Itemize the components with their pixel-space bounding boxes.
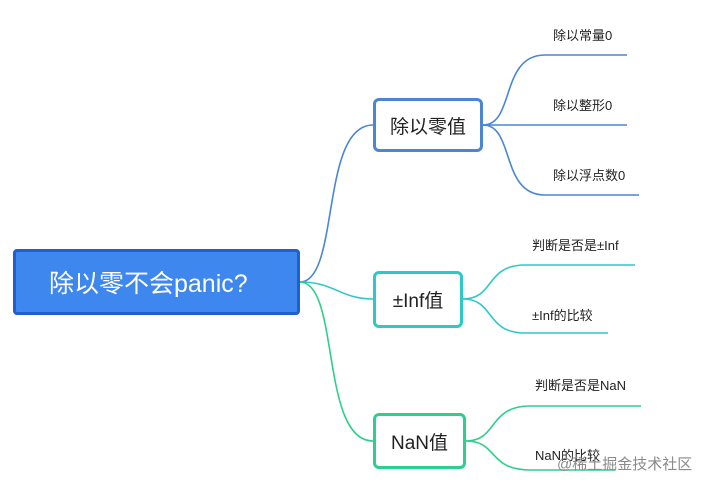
connector-inf-leaf-1 bbox=[462, 264, 635, 300]
connector-inf-leaf-2 bbox=[462, 298, 608, 334]
watermark: @稀土掘金技术社区 bbox=[557, 456, 693, 473]
leaf-topic-inf-compare[interactable]: ±Inf的比较 bbox=[532, 308, 593, 323]
connector-root-zero bbox=[299, 124, 374, 283]
connector-root-inf bbox=[299, 281, 374, 300]
leaf-topic-is-inf[interactable]: 判断是否是±Inf bbox=[532, 238, 619, 253]
connector-root-nan bbox=[299, 281, 374, 442]
connector-nan-leaf-1 bbox=[465, 405, 641, 442]
leaf-topic-const-zero[interactable]: 除以常量0 bbox=[553, 28, 613, 43]
leaf-topic-float-zero[interactable]: 除以浮点数0 bbox=[553, 168, 626, 183]
branch-topic-label: ±Inf值 bbox=[392, 291, 444, 312]
branch-topic-label: 除以零值 bbox=[389, 116, 466, 138]
branch-topic-label: NaN值 bbox=[390, 432, 448, 454]
connector-nan-leaf-2 bbox=[465, 440, 615, 471]
branch-topic-inf[interactable]: ±Inf值 bbox=[373, 271, 463, 328]
root-topic[interactable]: 除以零不会panic? bbox=[13, 249, 300, 315]
root-topic-label: 除以零不会panic? bbox=[49, 270, 248, 298]
leaf-topic-nan-compare[interactable]: NaN的比较 bbox=[535, 448, 601, 463]
leaf-topic-is-nan[interactable]: 判断是否是NaN bbox=[535, 378, 627, 393]
connector-zero-leaf-1 bbox=[482, 54, 627, 126]
leaf-topic-int-zero[interactable]: 除以整形0 bbox=[553, 98, 613, 113]
connector-zero-leaf-3 bbox=[482, 124, 639, 196]
branch-topic-divide-by-zero[interactable]: 除以零值 bbox=[373, 98, 483, 152]
branch-topic-nan[interactable]: NaN值 bbox=[373, 413, 466, 469]
